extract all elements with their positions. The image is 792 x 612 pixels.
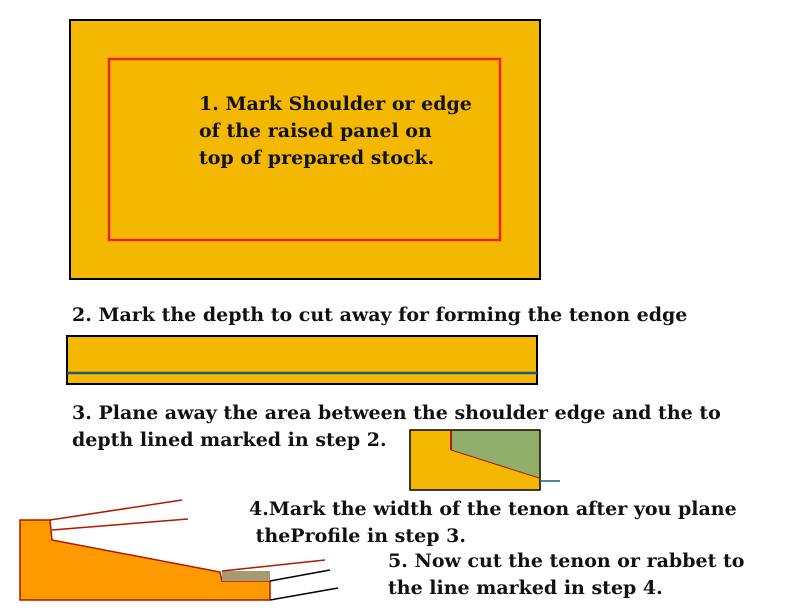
step5-text: 5. Now cut the tenon or rabbet to the li… (388, 548, 744, 602)
step4-line-1: 4.Mark the width of the tenon after you … (249, 498, 737, 520)
removed-area (451, 431, 539, 478)
step1-line-1: 1. Mark Shoulder or edge (199, 93, 472, 115)
tenon-mark-line-1 (221, 559, 326, 572)
step3-line-1: 3. Plane away the area between the shoul… (72, 402, 721, 424)
tenon-band (222, 571, 270, 581)
stock-edge-view (66, 335, 538, 385)
step3-text: 3. Plane away the area between the shoul… (72, 400, 721, 454)
step3-line-2: depth lined marked in step 2. (72, 429, 387, 451)
step1-line-3: top of prepared stock. (199, 147, 435, 169)
step4-line-2: theProfile in step 3. (249, 525, 466, 547)
panel-profile (19, 519, 271, 601)
step2-text: 2. Mark the depth to cut away for formin… (72, 302, 687, 329)
step5-line-2: the line marked in step 4. (388, 577, 663, 599)
step1-text: 1. Mark Shoulder or edge of the raised p… (199, 91, 472, 172)
step2-line-1: 2. Mark the depth to cut away for formin… (72, 304, 688, 326)
step1-line-2: of the raised panel on (199, 120, 432, 142)
bevel-line (450, 449, 540, 479)
step5-line-1: 5. Now cut the tenon or rabbet to (388, 550, 745, 572)
step4-text: 4.Mark the width of the tenon after you … (249, 496, 737, 550)
stock-top-view (69, 19, 541, 280)
profile-top-edge-2 (51, 518, 189, 531)
tenon-line-2 (269, 587, 339, 601)
profile-top-edge-1 (49, 499, 183, 521)
shoulder-mark-outline (107, 57, 502, 242)
tenon-line-1 (269, 569, 331, 582)
